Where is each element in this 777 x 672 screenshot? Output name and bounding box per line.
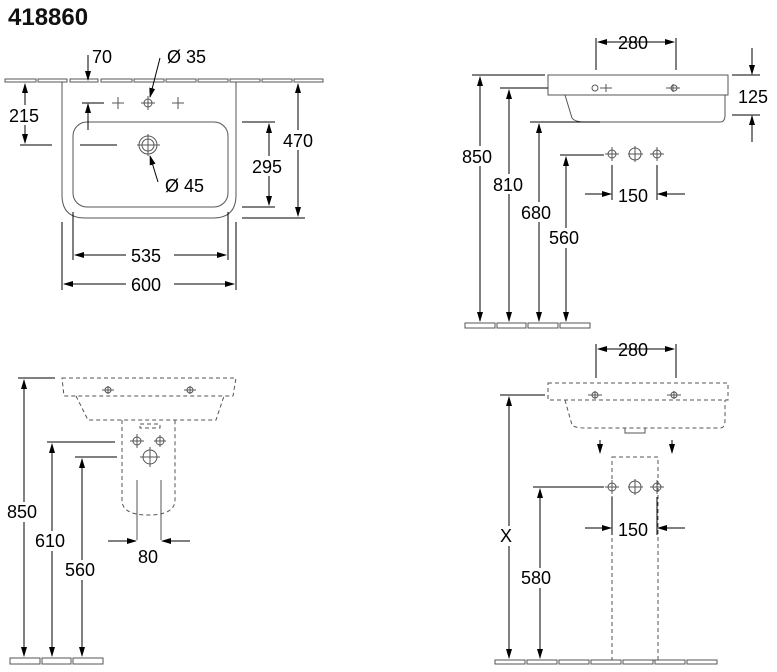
dim-diameter-35: Ø 35 [167, 47, 206, 67]
tap-connections [605, 146, 664, 162]
dim-535: 535 [131, 246, 161, 266]
wall-tiles [4, 78, 324, 83]
dim-150: 150 [618, 186, 648, 206]
dim-150: 150 [618, 520, 648, 540]
pedestal-front-view: 850 610 560 80 [6, 377, 237, 665]
dim-125: 125 [738, 87, 768, 107]
dim-80: 80 [138, 547, 158, 567]
basin-outline [61, 82, 237, 219]
dim-600: 600 [131, 275, 161, 295]
dim-470: 470 [283, 131, 313, 151]
dim-280: 280 [618, 33, 648, 53]
dim-610: 610 [35, 531, 65, 551]
dim-70: 70 [92, 47, 112, 67]
dim-560: 560 [549, 228, 579, 248]
top-view: 70 Ø 35 215 Ø 45 295 470 535 600 [4, 47, 324, 295]
drain-icon [137, 134, 160, 156]
dim-280: 280 [618, 340, 648, 360]
tap-holes [112, 96, 184, 110]
dim-850: 850 [462, 147, 492, 167]
dim-850: 850 [7, 502, 37, 522]
basin-side [547, 74, 729, 123]
dim-295: 295 [252, 157, 282, 177]
dim-diameter-45: Ø 45 [165, 176, 204, 196]
dim-810: 810 [493, 175, 523, 195]
dim-215: 215 [9, 106, 39, 126]
bowl-outline [72, 121, 229, 208]
dim-x: X [500, 526, 512, 546]
dim-580: 580 [521, 568, 551, 588]
product-number: 418860 [8, 4, 89, 31]
side-view: 280 125 850 810 680 560 150 [461, 33, 768, 329]
dim-560: 560 [65, 560, 95, 580]
dim-680: 680 [521, 203, 551, 223]
pedestal-side-view: 280 X 580 150 [494, 340, 729, 665]
